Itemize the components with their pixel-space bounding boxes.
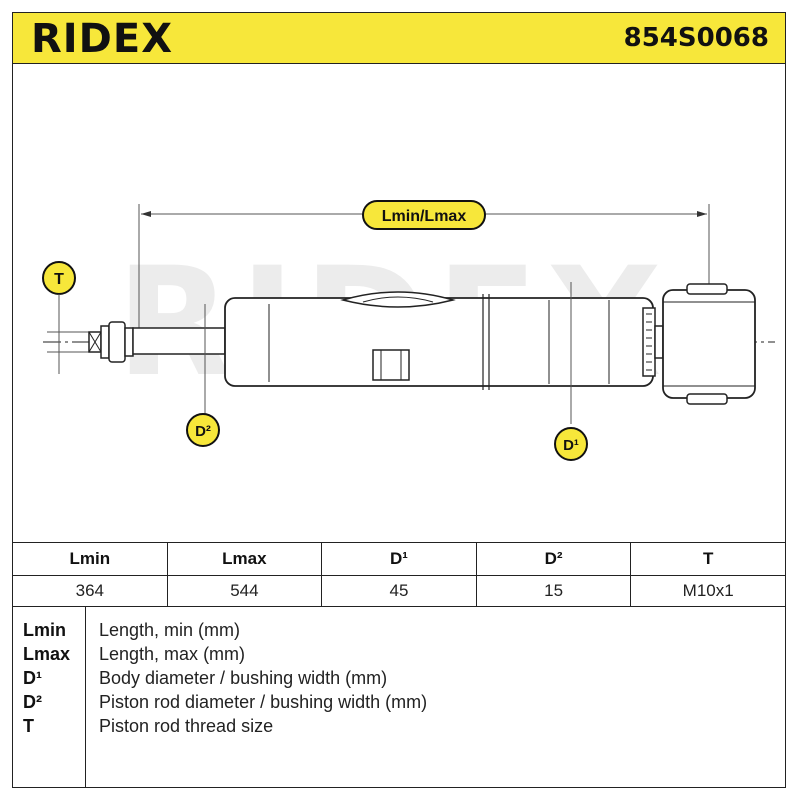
legend-desc: Piston rod thread size [99, 716, 274, 736]
value-t: M10x1 [630, 575, 786, 607]
legend-key: D² [23, 692, 42, 712]
legend-desc: Length, max (mm) [99, 644, 246, 664]
legend-desc: Length, min (mm) [99, 620, 241, 640]
spec-table: Lmin Lmax D¹ D² T 364 544 45 15 M10x1 [12, 542, 786, 607]
spec-header-row: Lmin Lmax D¹ D² T [12, 542, 786, 576]
value-d1: 45 [321, 575, 477, 607]
legend-desc: Piston rod diameter / bushing width (mm) [99, 692, 428, 712]
body-label: D¹ [563, 437, 579, 454]
legend: Lmin Length, min (mm) Lmax Length, max (… [12, 606, 786, 788]
legend-key: T [23, 716, 34, 736]
rod-label: D² [195, 423, 211, 440]
legend-key: Lmin [23, 620, 66, 640]
technical-drawing: RIDEX Lmin/Lmax T D² [12, 64, 786, 542]
legend-desc: Body diameter / bushing width (mm) [99, 668, 388, 688]
value-d2: 15 [475, 575, 632, 607]
eye-mount [662, 289, 756, 399]
length-label: Lmin/Lmax [382, 208, 467, 225]
legend-item: Lmin Length, min (mm) [13, 618, 783, 642]
part-number: 854S0068 [623, 23, 769, 53]
header-t: T [630, 542, 786, 576]
header-bar: RIDEX 854S0068 [12, 12, 786, 64]
body-bracket [372, 349, 410, 381]
legend-key: Lmax [23, 644, 71, 664]
spec-value-row: 364 544 45 15 M10x1 [12, 575, 786, 607]
arrowhead [697, 211, 707, 217]
arrowhead [141, 211, 151, 217]
value-lmax: 544 [166, 575, 323, 607]
legend-item: D² Piston rod diameter / bushing width (… [13, 690, 783, 714]
value-lmin: 364 [12, 575, 168, 607]
header-d2: D² [475, 542, 632, 576]
nut [100, 325, 110, 359]
legend-item: Lmax Length, max (mm) [13, 642, 783, 666]
legend-item: D¹ Body diameter / bushing width (mm) [13, 666, 783, 690]
body-label-bubble [554, 427, 588, 461]
legend-divider [85, 606, 86, 787]
eye-neck [654, 325, 664, 359]
header-lmax: Lmax [166, 542, 323, 576]
damper-body [224, 297, 654, 387]
thread-label: T [54, 271, 64, 288]
brand-logo: RIDEX [31, 16, 174, 62]
header-lmin: Lmin [12, 542, 168, 576]
legend-key: D¹ [23, 668, 42, 688]
rod-label-bubble [186, 413, 220, 447]
shock-absorber-drawing: RIDEX Lmin/Lmax T D² [42, 200, 775, 461]
body-end-crimp [642, 307, 656, 377]
body-bump [340, 291, 456, 308]
nut-washer [108, 321, 126, 363]
header-d1: D¹ [321, 542, 477, 576]
length-label-bubble [362, 200, 486, 230]
legend-item: T Piston rod thread size [13, 714, 783, 738]
piston-rod [132, 327, 226, 355]
